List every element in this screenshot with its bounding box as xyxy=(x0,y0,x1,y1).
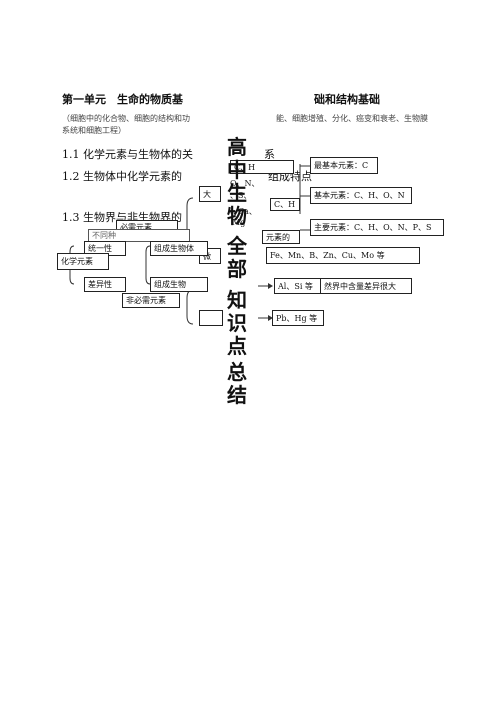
unit-title-right: 础和结构基础 xyxy=(314,93,380,106)
difference-label: 差异性 xyxy=(88,280,112,289)
trace-elements-box: Fe、Mn、B、Zn、Cu、Mo 等 xyxy=(266,247,420,264)
not-different-label: 不同种 xyxy=(92,231,116,240)
main-elements-box: 主要元素：C、H、O、N、P、S xyxy=(310,219,444,236)
pb-hg-label: Pb、Hg 等 xyxy=(276,313,318,323)
unity-label: 统一性 xyxy=(88,244,112,253)
fragment-yuansu: 元素的 xyxy=(266,232,290,242)
essential-label: 必需元素 xyxy=(120,223,152,232)
section-1-1-tail: 系 xyxy=(264,148,275,161)
main-elements-label: 主要元素：C、H、O、N、P、S xyxy=(314,223,432,232)
fragment-o-n: O、N、 xyxy=(230,179,260,188)
basic-elements-box: 基本元素：C、H、O、N xyxy=(310,187,412,204)
fragment-s: 、S、 xyxy=(230,191,252,200)
basic-elements-label: 基本元素：C、H、O、N xyxy=(314,191,405,200)
micro-label: 微 xyxy=(203,251,211,261)
composition-label-2: 组成生物 xyxy=(154,280,186,289)
difference-box: 差异性 xyxy=(84,277,126,292)
composition-label-1: 组成生物体 xyxy=(154,244,194,253)
fragment-c-h: C、H xyxy=(234,162,256,172)
macro-label: 大 xyxy=(203,189,211,199)
fragment-c-mark: C、H xyxy=(274,200,296,209)
overlay-title-char-11: 结 xyxy=(227,383,247,407)
macro-box: 大 xyxy=(199,186,221,202)
section-1-2: 1.2 生物体中化学元素的 xyxy=(62,170,182,183)
overlay-title-char-8: 识 xyxy=(227,311,247,335)
overlay-title-char-10: 总 xyxy=(227,360,247,384)
overlay-title-char-1: 高 xyxy=(227,135,247,159)
al-si-label: Al、Si 等 xyxy=(278,281,313,291)
chem-elements-box: 化学元素 xyxy=(57,253,109,270)
scope-note-left-2: 系统和细胞工程） xyxy=(62,126,126,135)
not-different-box: 不同种 xyxy=(88,229,190,242)
overlay-title-char-2: 中 xyxy=(227,158,247,182)
fragment-yuansu-box: 元素的 xyxy=(262,230,300,244)
overlay-title-char-6: 部 xyxy=(227,257,247,281)
nonessential-elements-box: 非必需元素 xyxy=(122,293,180,308)
overlay-title-char-4: 物 xyxy=(227,204,247,228)
most-basic-element-box: 最基本元素：C xyxy=(310,157,378,174)
natural-difference-label: 然界中含量差异很大 xyxy=(324,281,396,291)
scope-note-left-1: （细胞中的化合物、细胞的结构和功 xyxy=(62,114,190,123)
composition-box-1: 组成生物体 xyxy=(150,241,208,256)
natural-difference-box: 然界中含量差异很大 xyxy=(320,278,412,294)
unit-title: 第一单元 生命的物质基 xyxy=(62,93,183,106)
overlay-title-char-3: 生 xyxy=(227,181,247,205)
blank-box xyxy=(199,310,223,326)
nonessential-label: 非必需元素 xyxy=(126,296,166,305)
fragment-c-h-box: C、H xyxy=(230,160,294,174)
scope-note-right: 能、细胞增殖、分化、癌变和衰老、生物膜 xyxy=(276,114,428,123)
fragment-c-mark-box: C、H xyxy=(270,198,300,211)
fragment-mg: Mg xyxy=(232,218,246,227)
composition-box-2: 组成生物 xyxy=(150,277,208,292)
al-si-box: Al、Si 等 xyxy=(274,278,322,294)
overlay-title-char-7: 知 xyxy=(227,288,247,312)
most-basic-element-label: 最基本元素：C xyxy=(314,161,369,170)
chem-elements-label: 化学元素 xyxy=(61,257,93,266)
trace-elements-label: Fe、Mn、B、Zn、Cu、Mo 等 xyxy=(270,251,385,260)
overlay-title-char-5: 全 xyxy=(227,234,247,258)
section-1-1: 1.1 化学元素与生物体的关 xyxy=(62,148,193,161)
pb-hg-box: Pb、Hg 等 xyxy=(272,310,324,326)
overlay-title-char-9: 点 xyxy=(227,334,247,358)
fragment-ca: 、Ca、 xyxy=(230,207,257,216)
